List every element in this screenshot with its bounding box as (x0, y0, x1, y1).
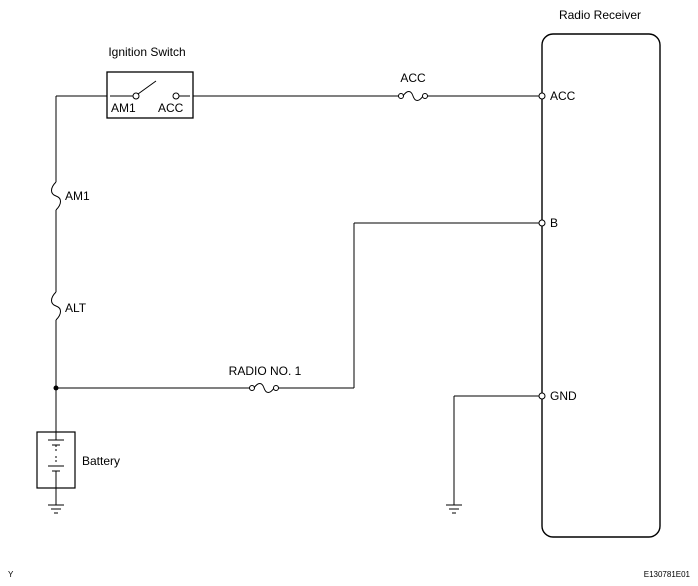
battery-cells-symbol (48, 432, 64, 488)
fuse-am1-symbol (51, 181, 61, 211)
fuse-am1-label: AM1 (65, 189, 90, 203)
ignition-terminal-am1: AM1 (111, 101, 136, 115)
terminal-gnd-label: GND (550, 389, 577, 403)
ignition-switch-box (106, 71, 194, 119)
fuse-alt-label: ALT (65, 301, 87, 315)
ignition-terminal-acc: ACC (158, 101, 184, 115)
switch-contact-left (132, 92, 140, 100)
terminal-gnd-connector (538, 392, 546, 400)
fuse-radio-no1-symbol (253, 383, 275, 393)
fuse-acc-symbol (402, 91, 424, 101)
ground-symbol-left (48, 504, 64, 514)
fuse-radio-no1-label: RADIO NO. 1 (229, 364, 302, 378)
ground-symbol-right (446, 504, 462, 514)
switch-blade (137, 80, 157, 95)
radio-receiver-box (541, 33, 661, 538)
terminal-acc-label: ACC (550, 89, 576, 103)
terminal-b-connector (538, 219, 546, 227)
footer-right-code: E130781E01 (644, 570, 691, 579)
footer-left-code: Y (8, 570, 14, 579)
fuse-alt-symbol (51, 291, 61, 321)
ignition-switch-title: Ignition Switch (108, 45, 185, 59)
battery-label: Battery (82, 454, 120, 468)
switch-contact-right (172, 92, 180, 100)
radio-receiver-title: Radio Receiver (559, 8, 641, 22)
fuse-acc-label: ACC (400, 71, 426, 85)
terminal-acc-connector (538, 92, 546, 100)
terminal-b-label: B (550, 216, 558, 230)
